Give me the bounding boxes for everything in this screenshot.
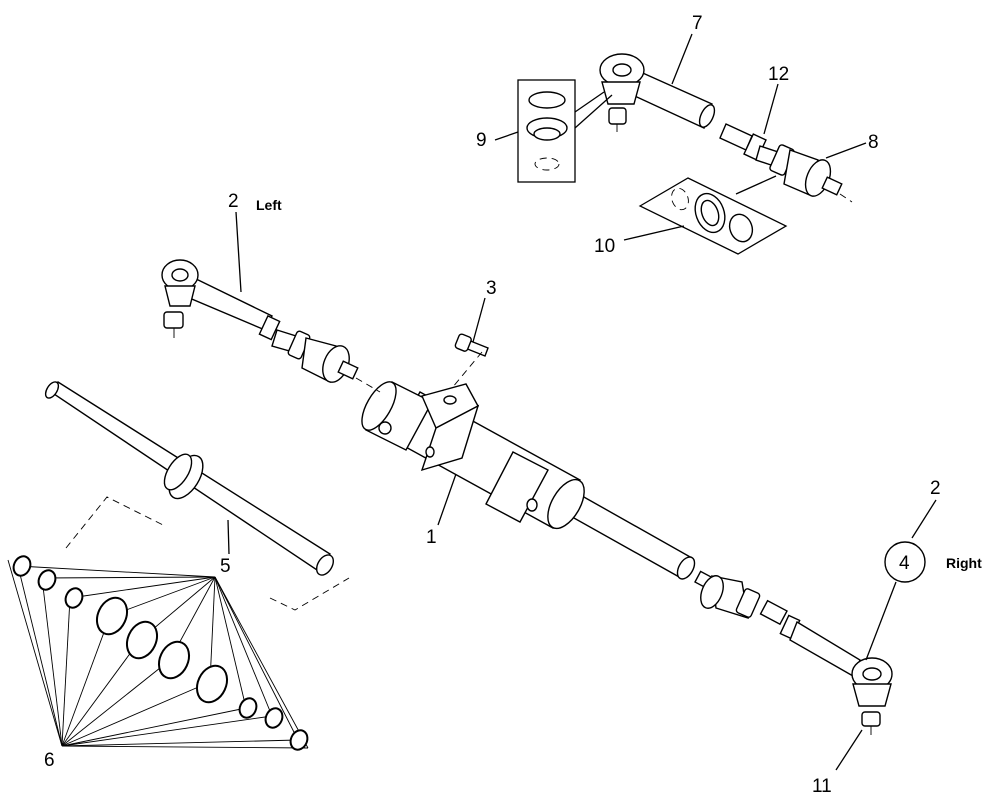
callout-6: 6 [44,750,55,771]
callout-2-left: 2 [228,191,239,212]
jam-nut [719,123,779,167]
callout-9: 9 [476,130,487,151]
tie-rod-end-left [161,259,381,393]
callout-8: 8 [868,132,879,153]
leader-lines [227,33,937,771]
callout-7: 7 [692,13,703,34]
tie-rod-end-detail [599,53,716,132]
side-label-right: Right [946,555,982,571]
callout-1: 1 [426,527,437,548]
callout-10: 10 [594,236,615,257]
callout-4: 4 [899,553,910,574]
side-label-left: Left [256,197,282,213]
tie-rod-end-right [694,570,893,735]
callout-4-circle [884,541,926,583]
callout-5: 5 [220,556,231,577]
inner-ball-joint [769,144,853,203]
steering-cylinder [361,381,696,580]
seal-kit-bracket [65,496,350,611]
callout-labels: 1 2 2 3 4 5 6 7 8 9 10 11 12 Left Right [44,13,982,797]
seal-ring-set [7,555,309,751]
callout-2-right: 2 [930,478,941,499]
mounting-bolt [451,333,489,389]
callout-11: 11 [812,776,832,797]
ball-joint-seal-kit [517,79,613,183]
rod-tube [44,381,335,576]
ball-joint-boot-kit [638,175,788,255]
callout-12: 12 [768,64,789,85]
callout-3: 3 [486,278,497,299]
